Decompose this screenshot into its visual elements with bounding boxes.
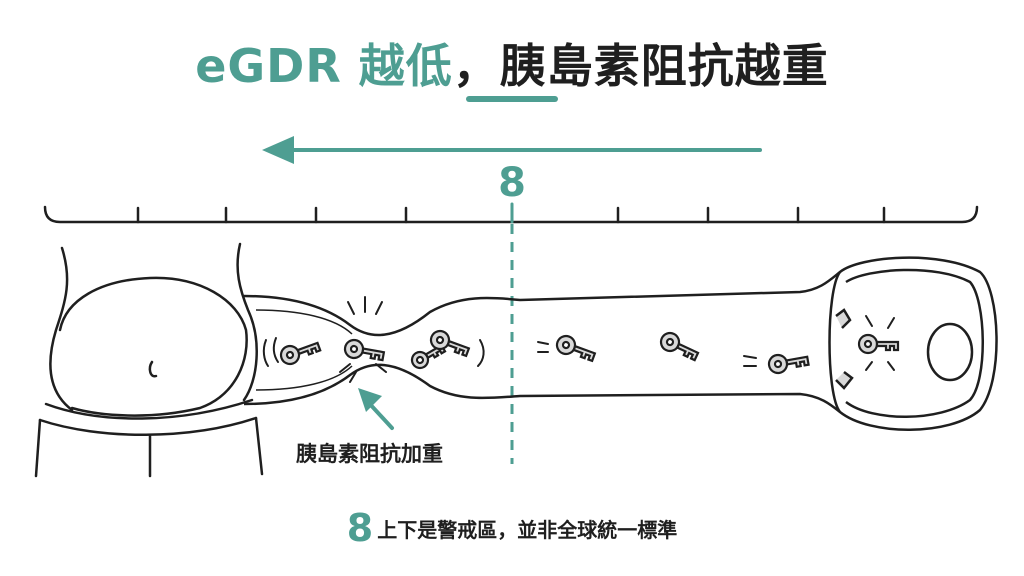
key-icon bbox=[555, 334, 597, 363]
title-underline bbox=[466, 96, 558, 102]
key-icon bbox=[767, 353, 810, 375]
page-title: eGDR 越低，胰島素阻抗越重 bbox=[0, 30, 1024, 96]
belly-icon bbox=[34, 242, 264, 478]
scale-marker-label: 8 bbox=[498, 160, 526, 206]
tube-icon bbox=[243, 271, 841, 413]
motion-lines bbox=[262, 296, 895, 383]
arrow-up-left-icon bbox=[358, 388, 394, 430]
key-icon bbox=[659, 331, 700, 362]
footnote-number: 8 bbox=[346, 506, 374, 550]
arrow-left-icon bbox=[262, 136, 762, 164]
callout-label: 胰島素阻抗加重 bbox=[296, 442, 443, 466]
title-prefix: eGDR 越低 bbox=[195, 39, 453, 93]
keys bbox=[279, 329, 900, 375]
scale-ruler-icon bbox=[43, 202, 979, 224]
key-icon bbox=[343, 338, 386, 362]
lock-icon bbox=[828, 256, 998, 431]
title-suffix: ，胰島素阻抗越重 bbox=[452, 39, 829, 93]
key-icon bbox=[429, 329, 471, 358]
key-icon bbox=[279, 341, 322, 366]
footnote-text: 上下是警戒區，並非全球統一標準 bbox=[377, 518, 678, 542]
key-icon bbox=[857, 333, 900, 355]
